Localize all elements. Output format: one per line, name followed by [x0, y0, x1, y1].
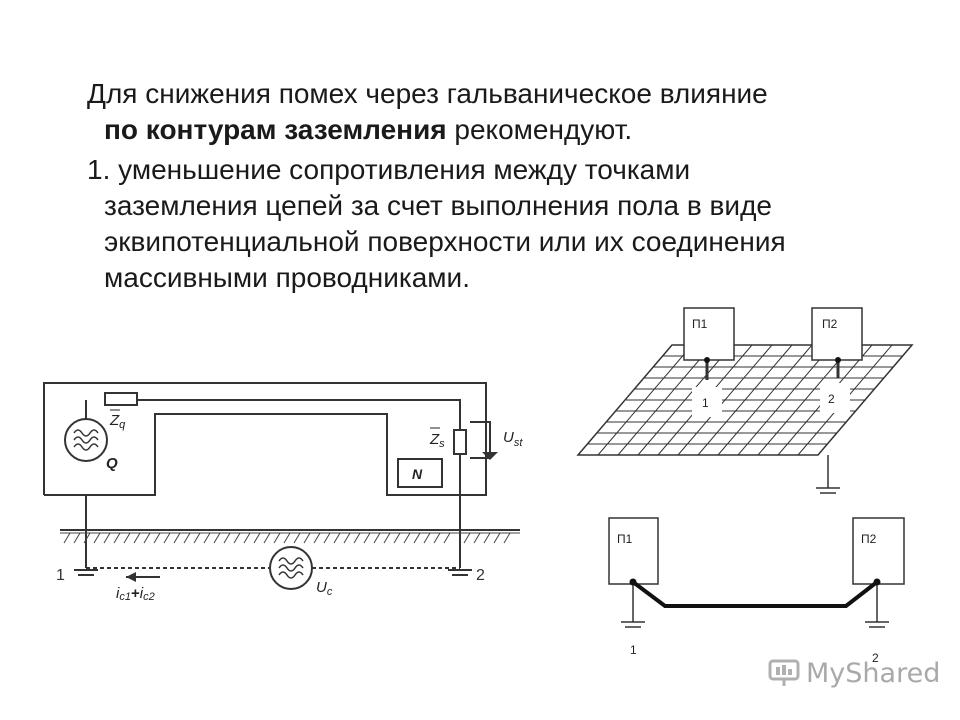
item1-line3: эквипотенциальной поверхности или их сое… — [104, 226, 786, 257]
ground1-label: 1 — [56, 567, 65, 584]
ust-label: Ust — [503, 429, 523, 449]
watermark: MyShared — [768, 656, 940, 690]
intro-bold: по контурам заземления — [104, 114, 447, 145]
intro-paragraph: Для снижения помех через гальваническое … — [87, 76, 927, 148]
grid-floor-diagram: П1 П2 1 2 — [576, 307, 914, 494]
grid-n1-label: 1 — [702, 396, 709, 410]
list-item-1: 1. уменьшение сопротивления между точкам… — [87, 152, 927, 296]
zs-label: Zs — [429, 431, 445, 450]
ground2-label: 2 — [476, 567, 485, 584]
current-label: ic1+ic2 — [116, 585, 155, 603]
item1-line2: заземления цепей за счет выполнения пола… — [104, 190, 772, 221]
grid-p1-label: П1 — [692, 317, 708, 331]
intro-rest: рекомендуют. — [446, 114, 633, 145]
grid-n2-label: 2 — [828, 392, 835, 406]
presentation-icon — [768, 659, 800, 686]
circuit-diagram: Zq Q Zs Ust N 1 2 ic1+ic2 Uc — [43, 382, 523, 603]
uc-label: Uc — [316, 579, 333, 598]
grid-p2-label: П2 — [822, 317, 838, 331]
cond-n2-label: 2 — [872, 651, 879, 665]
item1-line1: 1. уменьшение сопротивления между точкам… — [87, 154, 691, 185]
conductor-diagram: П1 П2 1 2 — [608, 517, 905, 665]
cond-n1-label: 1 — [630, 643, 637, 657]
item1-line4: массивными проводниками. — [104, 262, 470, 293]
q-label: Q — [106, 455, 118, 472]
cond-p1-label: П1 — [617, 532, 633, 546]
cond-p2-label: П2 — [861, 532, 877, 546]
zq-label: Zq — [109, 412, 126, 431]
n-label: N — [412, 466, 423, 482]
watermark-text: MyShared — [806, 657, 941, 689]
intro-line1: Для снижения помех через гальваническое … — [87, 78, 768, 109]
intro-line2: по контурам заземления рекомендуют. — [87, 112, 927, 148]
